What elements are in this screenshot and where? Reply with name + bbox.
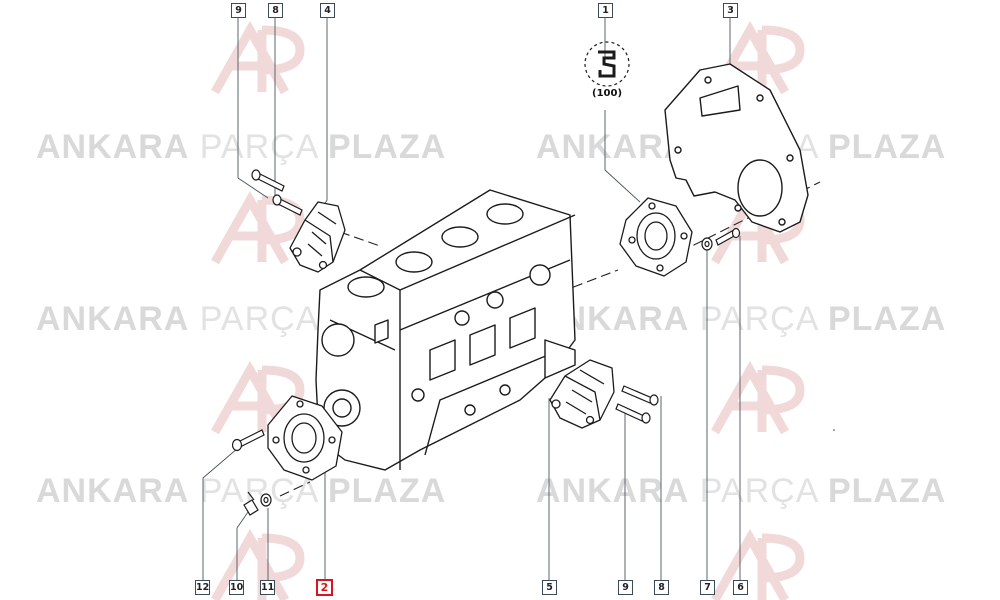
upper-bolts [251,169,303,216]
seal-code-label: (100) [592,88,623,99]
part-3-rear-engine-plate [664,63,809,233]
part-4-mount-bracket [289,201,346,273]
drawing-speck [833,429,835,431]
callout-7[interactable]: 7 [700,580,715,595]
callout-5[interactable]: 5 [542,580,557,595]
part-5-mount-bracket [549,359,615,429]
part-2-front-seal-housing [267,395,343,481]
part-1-rear-seal-retainer [619,197,693,277]
engine-block [315,189,576,471]
watermark-text: ANKARA PARÇA PLAZA [536,472,947,510]
callout-12[interactable]: 12 [195,580,210,595]
callout-6[interactable]: 6 [733,580,748,595]
callout-3[interactable]: 3 [723,3,738,18]
callout-9-top[interactable]: 9 [231,3,246,18]
callout-9-bottom[interactable]: 9 [618,580,633,595]
callout-1[interactable]: 1 [598,3,613,18]
watermark-text: ANKARA PARÇA PLAZA [36,128,447,166]
callout-10[interactable]: 10 [229,580,244,595]
callout-4[interactable]: 4 [320,3,335,18]
callout-8-bottom[interactable]: 8 [654,580,669,595]
callout-8-top[interactable]: 8 [268,3,283,18]
watermark-text: ANKARA PARÇA PLAZA [36,472,447,510]
lower-left-hardware [231,429,272,516]
leader-lines [202,17,741,585]
lower-bolts [615,385,659,424]
seal-detail-symbol [584,41,630,87]
rear-plate-hardware [701,227,741,251]
callout-11[interactable]: 11 [260,580,275,595]
callout-2-highlighted[interactable]: 2 [316,579,333,596]
